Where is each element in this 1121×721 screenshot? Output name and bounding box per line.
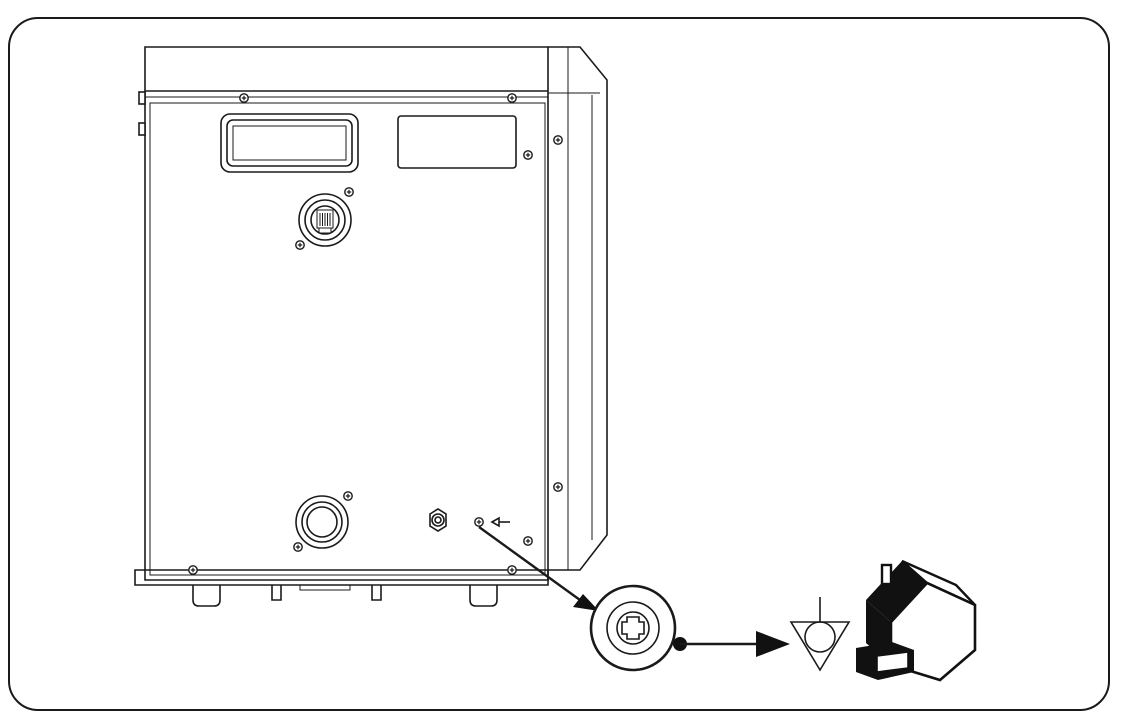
top-handle-recess [220, 113, 359, 173]
housing [134, 46, 608, 607]
ground-terminal [474, 516, 510, 528]
cable-gland [429, 508, 447, 532]
grounding-building-icon [856, 559, 977, 682]
figure-frame [8, 17, 1110, 711]
equipotential-ground-icon [789, 597, 851, 672]
equipotential-ground-symbol [789, 597, 851, 672]
power-connector-lower [293, 491, 353, 552]
signal-connector-upper [295, 187, 354, 250]
label-window [397, 115, 517, 169]
ground-leader-arrow [478, 526, 599, 611]
ground-terminal-magnified [589, 584, 687, 672]
building-ground-icon [856, 559, 977, 682]
ground-arrow-icon [490, 516, 510, 528]
ground-connection-arrow [680, 631, 790, 657]
